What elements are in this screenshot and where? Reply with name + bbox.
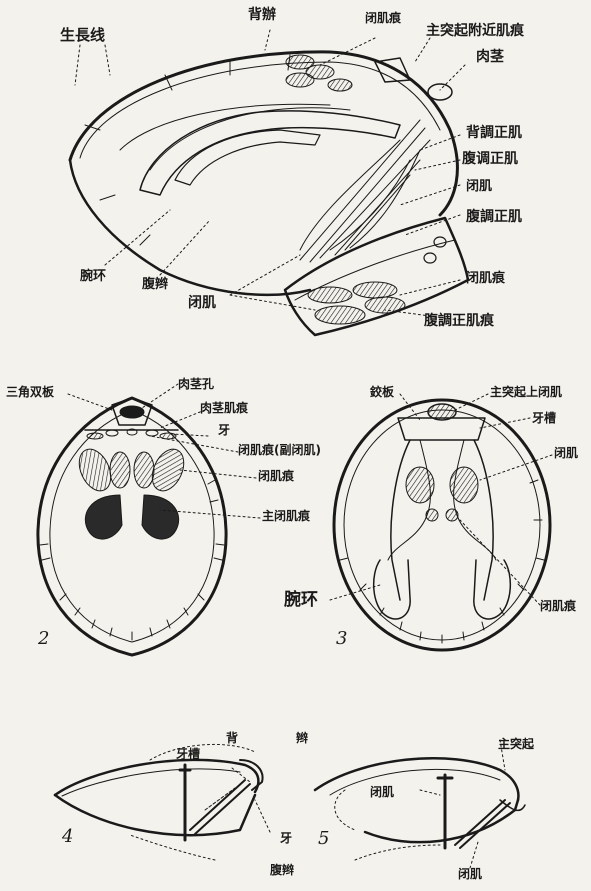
label-pedicle: 肉茎 <box>476 50 504 64</box>
label-cardinal-process-fig5: 主突起 <box>498 738 534 750</box>
label-deltidial-plate: 三角双板 <box>6 386 54 398</box>
fig1-brachidium <box>140 111 400 195</box>
label-adductor-fig3: 闭肌 <box>554 447 578 459</box>
figure-number-5: 5 <box>318 828 329 849</box>
figure-number-2: 2 <box>38 628 49 649</box>
label-adductor-2: 闭肌 <box>188 296 216 310</box>
label-cardinal-process-fig3: 主突起上闭肌 <box>490 386 562 398</box>
label-adductor: 闭肌 <box>466 180 492 193</box>
label-ventral-valve-fig4: 腹辫 <box>270 864 294 876</box>
label-socket-fig4: 牙槽 <box>176 748 200 760</box>
fig4-drawing <box>55 744 270 860</box>
figure-number-3: 3 <box>336 628 347 649</box>
label-adductor-scar-fig2: 闭肌痕 <box>258 470 294 482</box>
label-valve: 辫 <box>296 732 308 744</box>
label-pedicle-muscle-scar: 肉茎肌痕 <box>200 402 248 414</box>
fig5-drawing <box>315 740 525 868</box>
label-adductor-scar: 闭肌痕 <box>365 12 401 24</box>
label-tooth: 牙 <box>218 424 230 436</box>
label-adductor-scar-2: 闭肌痕 <box>466 272 505 285</box>
fig3-drawing <box>330 394 552 650</box>
label-ventral-adjustor-scar: 腹調正肌痕 <box>424 314 494 328</box>
label-scar-secondary: 闭肌痕(副闭肌) <box>238 444 321 456</box>
label-dorsal: 背 <box>226 732 238 744</box>
label-dorsal-valve: 背辦 <box>248 8 276 22</box>
label-hinge-plate: 鉸板 <box>370 386 394 398</box>
label-ventral-adjustor-a: 腹调正肌 <box>462 152 518 166</box>
label-adductor-scar-fig3: 闭肌痕 <box>540 600 576 612</box>
label-dorsal-adjustor: 背調正肌 <box>466 126 522 140</box>
label-brachidium: 腕环 <box>80 270 106 283</box>
label-near-process-scar: 主突起附近肌痕 <box>426 24 524 38</box>
label-adductor-bottom-fig5: 闭肌 <box>458 868 482 880</box>
label-brachidium-fig3: 腕环 <box>284 592 318 609</box>
label-socket-fig3: 牙槽 <box>532 412 556 424</box>
label-ventral-adjustor-b: 腹調正肌 <box>466 210 522 224</box>
label-main-adductor-scar: 主闭肌痕 <box>262 510 310 522</box>
label-adductor-fig5: 闭肌 <box>370 786 394 798</box>
fig1-drawing <box>70 30 468 335</box>
label-growth-line: 生長线 <box>60 28 105 43</box>
label-tooth-fig4: 牙 <box>280 832 292 844</box>
figure-number-4: 4 <box>62 826 73 847</box>
label-ventral-valve: 腹辫 <box>142 278 168 291</box>
label-pedicle-foramen: 肉茎孔 <box>178 378 214 390</box>
